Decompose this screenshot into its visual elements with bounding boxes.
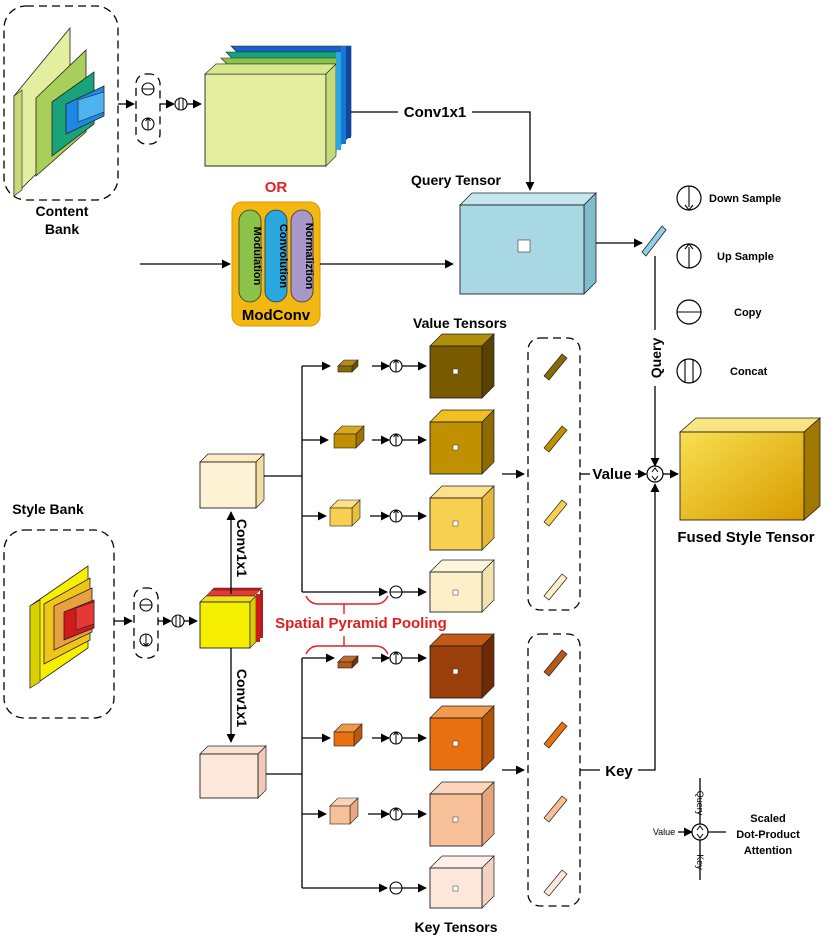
key-vector-1	[543, 649, 568, 677]
value-vector-2	[543, 425, 568, 453]
content-bank-label: Content	[36, 203, 89, 219]
legend-down-sample-icon	[676, 185, 702, 211]
key-root-cube	[199, 745, 267, 799]
key-tensors-label: Key Tensors	[415, 919, 498, 935]
value-tensors-label: Value Tensors	[413, 315, 507, 331]
key-pool-block-2	[333, 723, 363, 747]
key-vector-2	[543, 721, 568, 749]
key-up-sample-icon-3	[389, 807, 403, 821]
content-bank: Content Bank	[3, 5, 119, 237]
attention-legend-value: Value	[653, 827, 675, 837]
attention-legend-title-3: Attention	[744, 845, 793, 857]
key-label: Key	[605, 763, 633, 780]
legend-concat-icon	[676, 358, 702, 384]
fused-style-tensor	[678, 417, 822, 521]
spp-brace-top	[305, 595, 389, 605]
key-up-sample-icon-2	[389, 731, 403, 745]
content-bank-label-2: Bank	[45, 221, 79, 237]
value-vector-1	[543, 353, 568, 381]
key-vector-4	[543, 869, 568, 897]
value-up-sample-icon-1	[389, 359, 403, 373]
value-up-sample-icon-2	[389, 433, 403, 447]
key-tensor-1	[429, 633, 495, 699]
attention-operator-icon	[646, 465, 664, 483]
value-vector-4	[543, 573, 568, 601]
style-bank-label: Style Bank	[12, 501, 84, 517]
key-up-sample-icon-1	[389, 651, 403, 665]
concat-icon	[174, 97, 188, 111]
style-feature-stack	[199, 587, 263, 649]
content-feature-stack	[204, 45, 352, 167]
value-root-cube	[199, 453, 265, 509]
modulation-label: Modulation	[251, 227, 263, 286]
value-pool-block-3	[329, 499, 361, 527]
value-pool-block-2	[333, 425, 365, 449]
value-copy-icon	[389, 585, 403, 599]
key-pool-block-1	[337, 655, 359, 669]
attention-legend-title-1: Scaled	[750, 813, 785, 825]
value-pool-block-1	[337, 359, 359, 373]
attention-legend: Query Value Key Scaled Dot-Product Atten…	[653, 778, 800, 880]
style-copy-icon	[139, 598, 153, 612]
content-bank-frame	[3, 5, 119, 201]
key-copy-icon	[389, 881, 403, 895]
legend-down-sample-label: Down Sample	[709, 193, 781, 205]
key-vector-3	[543, 795, 568, 823]
spp-label: Spatial Pyramid Pooling	[275, 615, 447, 632]
query-tensor	[459, 192, 597, 295]
convolution-box	[264, 209, 288, 303]
legend-up-sample-label: Up Sample	[717, 251, 774, 263]
value-label: Value	[592, 466, 631, 483]
up-sample-icon	[141, 117, 155, 131]
value-tensor-3	[429, 485, 495, 551]
copy-icon	[141, 82, 155, 96]
query-tensor-label: Query Tensor	[411, 172, 502, 188]
value-tensor-2	[429, 409, 495, 475]
attention-legend-query: Query	[695, 791, 705, 816]
legend-copy-icon	[676, 299, 702, 325]
modulation-box	[238, 209, 262, 303]
normalization-label: Normaliztion	[303, 223, 315, 290]
convolution-label: Convolution	[277, 224, 289, 288]
key-tensor-2	[429, 705, 495, 771]
style-down-sample-icon	[139, 633, 153, 647]
normalization-box	[290, 209, 314, 303]
value-vector-3	[543, 499, 568, 527]
key-tensor-3	[429, 781, 495, 847]
fused-style-tensor-label: Fused Style Tensor	[677, 529, 814, 546]
value-tensor-4	[429, 559, 495, 613]
legend-up-sample-icon	[676, 243, 702, 269]
key-tensor-4	[429, 855, 495, 909]
legend-copy-label: Copy	[734, 307, 762, 319]
legend-concat-label: Concat	[730, 366, 768, 378]
conv1x1-down-label: Conv1x1	[234, 669, 250, 728]
value-vectors-frame	[527, 337, 581, 611]
query-label: Query	[648, 338, 664, 379]
value-up-sample-icon-3	[389, 509, 403, 523]
style-bank-frame	[3, 529, 115, 719]
modconv-label: ModConv	[242, 307, 311, 324]
value-tensor-1	[429, 333, 495, 399]
style-concat-icon	[171, 614, 185, 628]
modconv-block: Modulation Convolution Normaliztion ModC…	[231, 201, 321, 327]
or-label: OR	[265, 179, 288, 196]
spp-brace-bottom	[305, 645, 389, 655]
legend: Down Sample Up Sample Copy Concat	[676, 185, 781, 384]
style-ops-frame	[133, 587, 159, 659]
attention-legend-icon	[691, 823, 709, 841]
attention-legend-key: Key	[695, 854, 705, 870]
style-bank	[3, 529, 115, 719]
attention-legend-title-2: Dot-Product	[736, 829, 800, 841]
query-vector	[641, 225, 667, 257]
conv1x1-top-label: Conv1x1	[404, 104, 467, 121]
key-vectors-frame	[527, 633, 581, 907]
key-pool-block-3	[329, 797, 359, 825]
conv1x1-up-label: Conv1x1	[234, 519, 250, 578]
content-ops-frame	[135, 73, 161, 145]
